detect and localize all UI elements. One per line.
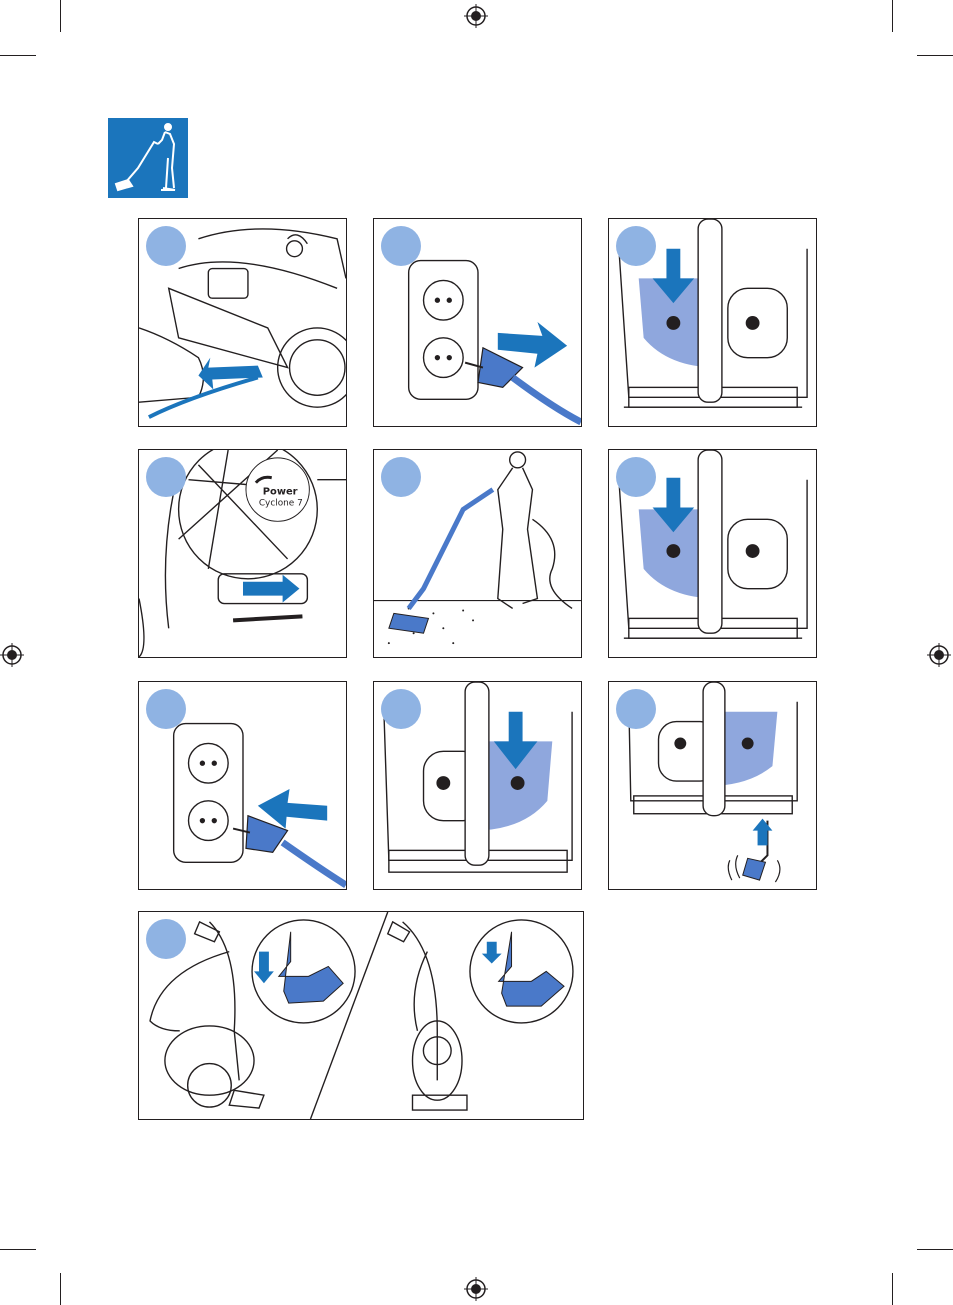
panel-unplug — [138, 681, 347, 890]
registration-mark-icon — [464, 1277, 488, 1301]
panel-cord-rewind — [373, 681, 582, 890]
step-number-badge — [146, 226, 186, 266]
crop-mark — [0, 55, 36, 56]
registration-mark-icon — [927, 643, 951, 667]
step-number-badge — [616, 226, 656, 266]
tube-parking-icon — [139, 912, 583, 1119]
panel-pull-cord — [138, 218, 347, 427]
registration-mark-icon — [464, 4, 488, 28]
vacuuming-person-icon — [108, 118, 188, 198]
panel-power-on-again — [608, 449, 817, 658]
crop-mark — [917, 1249, 953, 1250]
crop-mark — [0, 1249, 36, 1250]
step-number-badge — [146, 919, 186, 959]
crop-mark — [917, 55, 953, 56]
panel-cord-retracting — [608, 681, 817, 890]
crop-mark — [60, 1273, 61, 1305]
brand-line1: Power — [263, 487, 298, 498]
panel-suction-slider: Power Cyclone 7 — [138, 449, 347, 658]
step-number-badge — [381, 689, 421, 729]
crop-mark — [892, 1273, 893, 1305]
crop-mark — [892, 0, 893, 32]
step-number-badge — [616, 689, 656, 729]
step-number-badge — [146, 457, 186, 497]
brand-line2: Cyclone 7 — [259, 498, 303, 508]
crop-mark — [60, 0, 61, 32]
panel-power-on — [608, 218, 817, 427]
panel-plug-in — [373, 218, 582, 427]
step-number-badge — [146, 689, 186, 729]
registration-mark-icon — [0, 643, 24, 667]
panel-parking — [138, 911, 584, 1120]
panel-vacuuming — [373, 449, 582, 658]
step-number-badge — [616, 457, 656, 497]
step-number-badge — [381, 457, 421, 497]
step-number-badge — [381, 226, 421, 266]
